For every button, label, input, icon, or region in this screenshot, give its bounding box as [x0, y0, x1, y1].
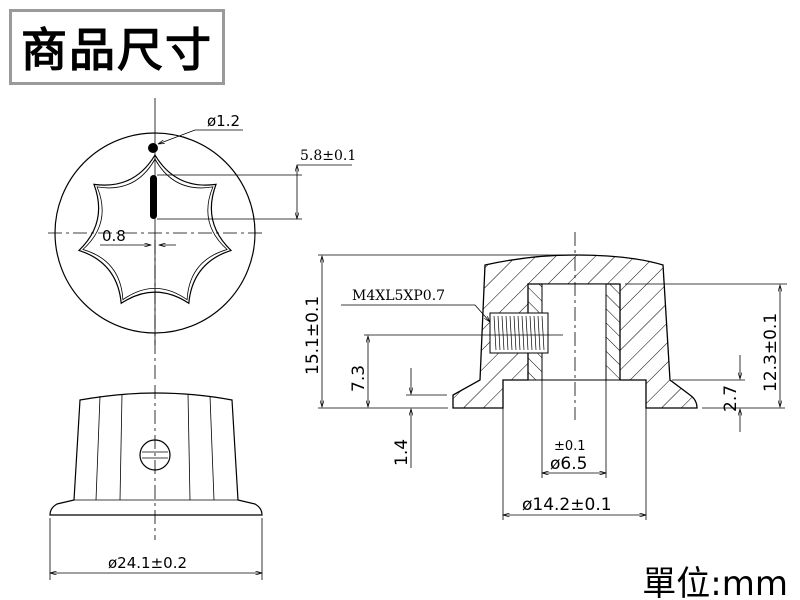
unit-label: 單位:mm: [642, 564, 788, 600]
indicator-dot: [148, 143, 158, 153]
outer-dia-dim: ø24.1±0.2: [108, 554, 187, 572]
flange-thickness-dim: 1.4: [392, 439, 412, 466]
screw-thread-line: [493, 315, 497, 351]
bore-tolerance: ±0.1: [554, 439, 586, 454]
section-view: M4XL5XP0.7 15.1±0.1 7.3 1.4 12.3±0.1: [303, 232, 787, 520]
screw-thread-line: [541, 315, 545, 351]
screw-thread-line: [529, 315, 533, 351]
screw-thread-line: [497, 315, 501, 351]
recess-dia-dim: ø14.2±0.1: [522, 495, 612, 515]
title-label: 商品尺寸: [9, 9, 225, 85]
screw-height-dim: 7.3: [349, 365, 369, 392]
side-view: ø24.1±0.2: [49, 385, 263, 580]
top-view: 5.8±0.1 ø1.2 0.8: [48, 98, 356, 380]
slot-length-dim: 5.8±0.1: [300, 148, 356, 164]
hole-dia-dim: ø1.2: [207, 112, 240, 130]
screw-thread-line: [509, 315, 513, 351]
screw-thread-line: [521, 315, 525, 351]
screw-thread-line: [537, 315, 541, 351]
screw-thread-line: [513, 315, 517, 351]
indicator-slot: [150, 175, 157, 219]
screw-thread-line: [501, 315, 505, 351]
thread-spec-label: M4XL5XP0.7: [352, 288, 445, 304]
slot-width-dim: 0.8: [102, 227, 126, 245]
insert-sleeve-right: [605, 283, 621, 381]
recess-depth-dim: 2.7: [721, 385, 741, 412]
screw-thread-line: [505, 315, 509, 351]
screw-thread-line: [517, 315, 521, 351]
total-height-dim: 15.1±0.1: [303, 296, 323, 375]
screw-thread-line: [533, 315, 537, 351]
bore-depth-dim: 12.3±0.1: [761, 313, 781, 392]
bore-dia-dim: ø6.5: [550, 454, 587, 474]
screw-thread-line: [525, 315, 529, 351]
knob-side-outline: [49, 392, 263, 516]
